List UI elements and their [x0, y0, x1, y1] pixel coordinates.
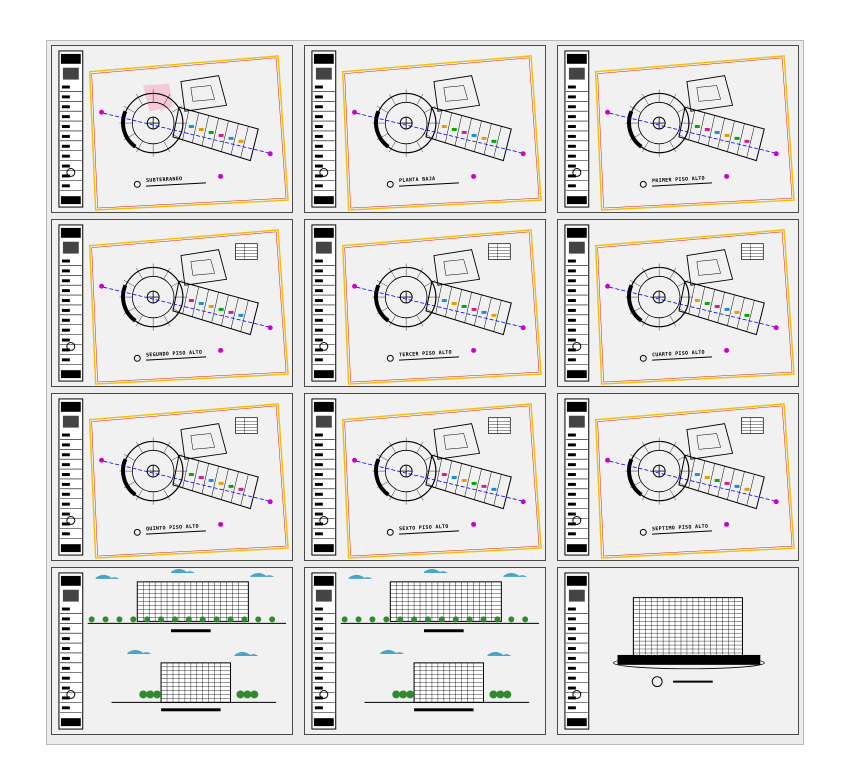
sheet-drawing — [564, 572, 765, 730]
drawing-sheet-10[interactable] — [51, 567, 293, 735]
north-arrow-icon — [639, 528, 647, 536]
sheet-drawing — [311, 224, 542, 385]
sheet-drawing — [311, 50, 542, 211]
drawing-sheet-8[interactable]: SEXTO PISO ALTO — [304, 393, 546, 561]
drawing-sheet-6[interactable]: CUARTO PISO ALTO — [557, 219, 799, 387]
drawing-sheet-4[interactable]: SEGUNDO PISO ALTO — [51, 219, 293, 387]
sheet-drawing — [58, 50, 289, 211]
sheet-drawing — [564, 50, 795, 211]
north-arrow-icon — [133, 528, 141, 536]
north-arrow-icon — [639, 354, 647, 362]
sheet-drawing — [58, 398, 289, 559]
sheet-drawing — [564, 224, 795, 385]
sheet-drawing — [564, 398, 795, 559]
north-arrow-icon — [386, 354, 394, 362]
sheet-drawing — [311, 568, 540, 730]
sheet-drawing — [58, 224, 289, 385]
drawing-sheet-9[interactable]: SEPTIMO PISO ALTO — [557, 393, 799, 561]
drawing-sheet-1[interactable]: SUBTERRANEO — [51, 45, 293, 213]
sheet-drawing — [58, 568, 287, 730]
drawing-sheet-3[interactable]: PRIMER PISO ALTO — [557, 45, 799, 213]
drawing-sheet-2[interactable]: PLANTA BAJA — [304, 45, 546, 213]
sheet-drawing — [311, 398, 542, 559]
north-arrow-icon — [386, 180, 394, 188]
north-arrow-icon — [133, 180, 141, 188]
drawing-sheet-12[interactable] — [557, 567, 799, 735]
north-arrow-icon — [133, 354, 141, 362]
north-arrow-icon — [639, 180, 647, 188]
north-arrow-icon — [386, 528, 394, 536]
drawing-sheet-11[interactable] — [304, 567, 546, 735]
drawing-sheet-5[interactable]: TERCER PISO ALTO — [304, 219, 546, 387]
drawing-sheet-7[interactable]: QUINTO PISO ALTO — [51, 393, 293, 561]
